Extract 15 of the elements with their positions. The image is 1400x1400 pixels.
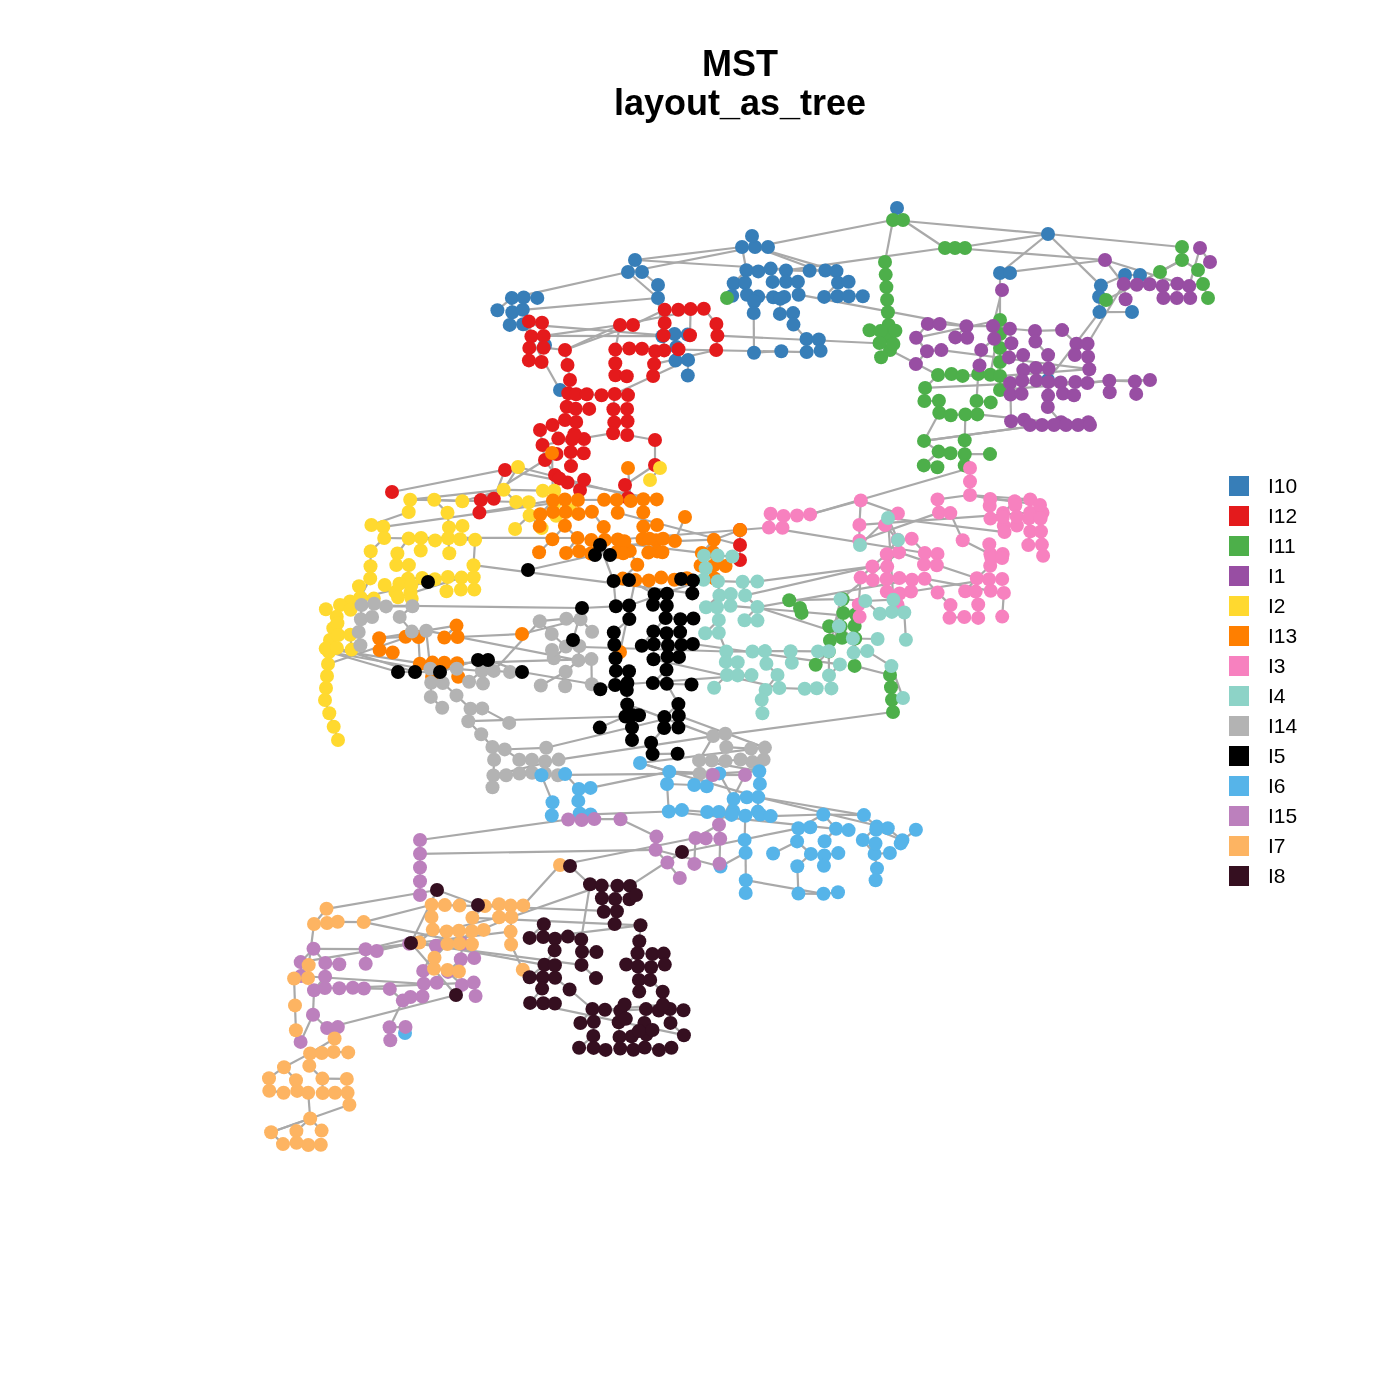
legend-label: I15 <box>1268 805 1298 827</box>
legend-label: I6 <box>1268 775 1286 797</box>
legend-label: I1 <box>1268 565 1286 587</box>
legend-label: I13 <box>1268 625 1298 647</box>
legend-label: I3 <box>1268 655 1286 677</box>
legend-label: I14 <box>1268 715 1298 737</box>
legend-label: I2 <box>1268 595 1286 617</box>
legend-label: I5 <box>1268 745 1286 767</box>
legend-label: I11 <box>1268 535 1296 557</box>
legend-label: I4 <box>1268 685 1286 707</box>
legend-label: I8 <box>1268 865 1286 887</box>
legend-label: I12 <box>1268 505 1298 527</box>
legend-label: I7 <box>1268 835 1286 857</box>
chart-title: MST layout_as_tree <box>613 44 867 122</box>
legend-label: I10 <box>1268 475 1298 497</box>
